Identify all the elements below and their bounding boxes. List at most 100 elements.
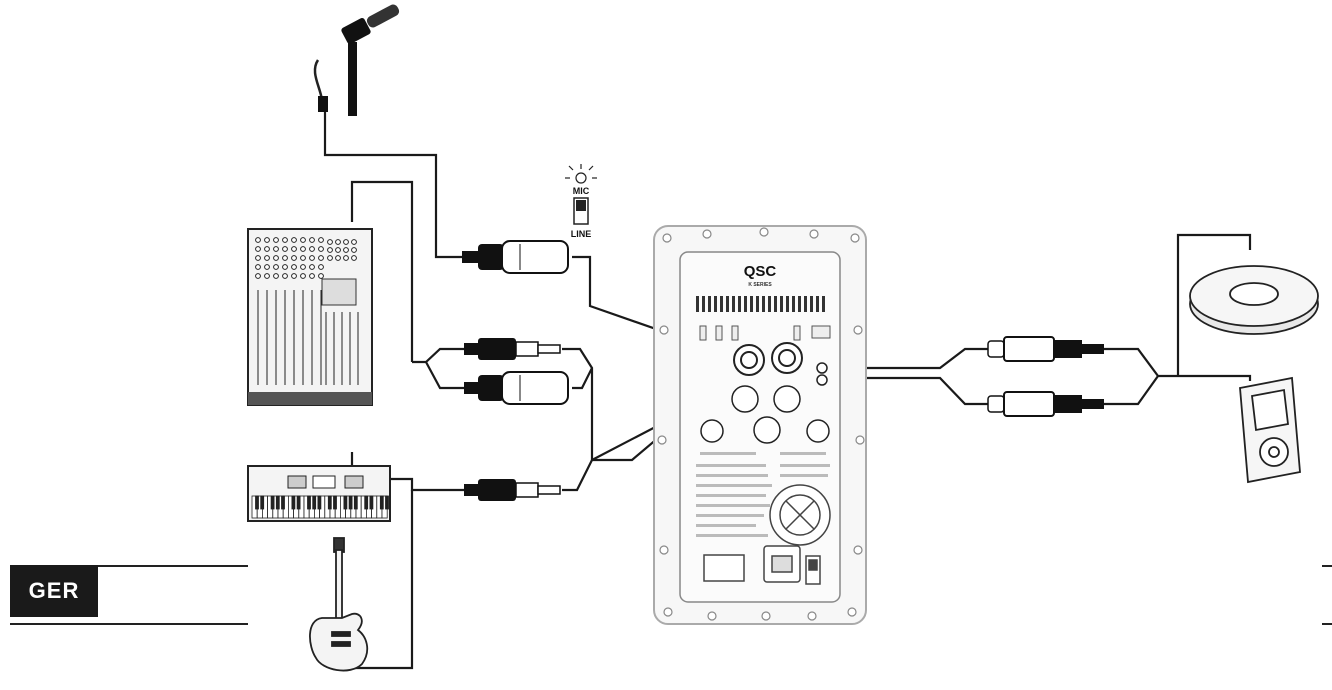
ipod-icon bbox=[1239, 376, 1301, 484]
brand-label: QSC bbox=[744, 263, 777, 280]
vent-slot bbox=[720, 296, 723, 312]
vent-slot bbox=[696, 296, 699, 312]
screw-icon bbox=[707, 611, 717, 621]
keyboard-key bbox=[291, 495, 296, 510]
mixer-knob bbox=[264, 273, 270, 279]
mixer-knob bbox=[300, 255, 306, 261]
mixer-knob bbox=[255, 237, 261, 243]
input-jack-1 bbox=[733, 344, 765, 376]
screw-icon bbox=[809, 229, 819, 239]
rca-plug-bottom bbox=[987, 391, 1104, 417]
vent-slot bbox=[810, 296, 813, 312]
mic-line-switch: MIC LINE bbox=[565, 164, 597, 239]
guitar-icon bbox=[309, 537, 369, 672]
vent-slot bbox=[768, 296, 771, 312]
mixer-knob bbox=[282, 255, 288, 261]
keyboard-key bbox=[296, 495, 301, 510]
vent-slot bbox=[744, 296, 747, 312]
mic-cable bbox=[323, 110, 462, 259]
switch-line-label: LINE bbox=[571, 229, 592, 239]
vent-slot bbox=[726, 296, 729, 312]
mixer-knob bbox=[351, 247, 357, 253]
keyboard-key bbox=[343, 495, 348, 510]
mixer-knob bbox=[255, 264, 261, 270]
mixer-knob bbox=[264, 264, 270, 270]
fine-print-line bbox=[696, 464, 766, 467]
screw-icon bbox=[659, 325, 669, 335]
screw-icon bbox=[663, 607, 673, 617]
mixer-knob bbox=[291, 264, 297, 270]
mixer-knob bbox=[273, 246, 279, 252]
vent-slot bbox=[714, 296, 717, 312]
mixer-knob bbox=[255, 246, 261, 252]
mixer-knob bbox=[273, 237, 279, 243]
mixer-knob bbox=[300, 273, 306, 279]
keyboard-key bbox=[281, 495, 285, 510]
guitar-cable bbox=[350, 490, 414, 670]
mixer-knob bbox=[282, 237, 288, 243]
mixer-icon bbox=[247, 228, 373, 406]
mixer-knob bbox=[264, 237, 270, 243]
screw-icon bbox=[855, 435, 865, 445]
mixer-knob bbox=[309, 255, 315, 261]
fine-print-line bbox=[696, 534, 768, 537]
mixer-knob bbox=[327, 247, 333, 253]
mixer-knob bbox=[318, 255, 324, 261]
keyboard-key bbox=[369, 495, 374, 510]
vent-slot bbox=[816, 296, 819, 312]
rca-jacks bbox=[816, 362, 828, 386]
microphone-icon bbox=[313, 4, 400, 116]
mixer-knob bbox=[273, 255, 279, 261]
mixer-knob bbox=[291, 237, 297, 243]
ipod-cable bbox=[1178, 374, 1252, 381]
mixer-knob bbox=[282, 264, 288, 270]
keyboard-key bbox=[364, 495, 369, 510]
rca-input-cable-top bbox=[826, 347, 988, 370]
keyboard-key bbox=[307, 495, 311, 510]
mixer-knob bbox=[300, 264, 306, 270]
input-jack-2 bbox=[771, 342, 803, 374]
vent-slot bbox=[732, 296, 735, 312]
mixer-knob bbox=[335, 255, 341, 261]
keyboard-key bbox=[312, 495, 317, 510]
mixer-knob bbox=[351, 255, 357, 261]
xlr-outputs bbox=[731, 385, 801, 444]
screw-icon bbox=[807, 611, 817, 621]
screw-icon bbox=[702, 229, 712, 239]
fine-print-line bbox=[780, 464, 830, 467]
mixer-knob bbox=[318, 237, 324, 243]
keyboard-icon bbox=[247, 465, 391, 522]
mixer-knob bbox=[335, 239, 341, 245]
volume-knobs bbox=[700, 419, 830, 443]
rca-plug-top bbox=[987, 336, 1104, 362]
mixer-knob bbox=[300, 246, 306, 252]
language-badge: GER bbox=[10, 565, 98, 617]
mixer-output-cable bbox=[562, 347, 749, 462]
mixer-knob bbox=[264, 246, 270, 252]
rca-input-cable-bottom bbox=[826, 376, 988, 406]
fine-print-line bbox=[696, 484, 772, 487]
xlr-plug-mixer bbox=[464, 371, 569, 405]
mixer-knob bbox=[300, 237, 306, 243]
trs-plug-mixer bbox=[464, 338, 561, 360]
keyboard-key bbox=[260, 495, 265, 510]
mixer-split-cable bbox=[412, 347, 464, 390]
cd-player-cable bbox=[1176, 233, 1252, 376]
keyboard-key bbox=[379, 495, 384, 510]
xlr-plug-mic bbox=[462, 240, 569, 274]
ts-plug-keyboard bbox=[464, 479, 561, 501]
screw-icon bbox=[847, 607, 857, 617]
mixer-knob bbox=[291, 246, 297, 252]
screw-icon bbox=[850, 233, 860, 243]
keyboard-key bbox=[255, 495, 259, 510]
screw-icon bbox=[759, 227, 769, 237]
screw-icon bbox=[853, 325, 863, 335]
mixer-knob bbox=[282, 273, 288, 279]
rca-device-cable bbox=[1104, 347, 1178, 406]
fine-print-line bbox=[696, 494, 766, 497]
keyboard-key bbox=[275, 495, 280, 510]
mixer-knob bbox=[318, 246, 324, 252]
mixer-knob bbox=[327, 239, 333, 245]
vent-slot bbox=[804, 296, 807, 312]
mixer-knob bbox=[255, 273, 261, 279]
